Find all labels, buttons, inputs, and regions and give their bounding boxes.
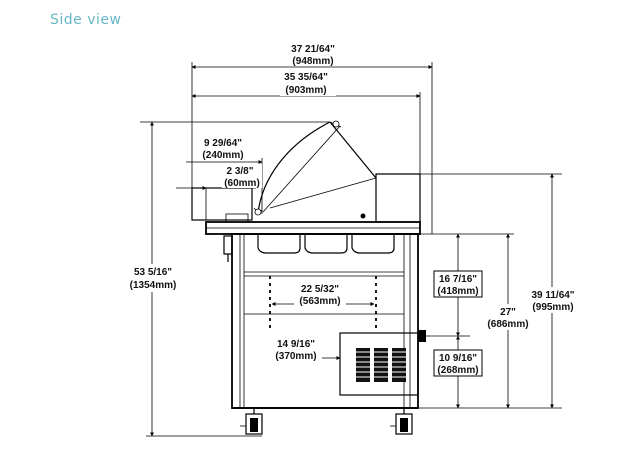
dim-work-height: 27" (686mm) (484, 304, 532, 330)
control-box (418, 330, 426, 342)
caster-left (240, 408, 263, 435)
dim-body-width: 35 35/64" (903mm) (280, 70, 336, 96)
caster-right (390, 408, 413, 435)
svg-text:(948mm): (948mm) (292, 56, 333, 67)
svg-text:(686mm): (686mm) (487, 319, 528, 330)
pan-2 (304, 234, 348, 254)
svg-text:(370mm): (370mm) (275, 351, 316, 362)
pan-3 (351, 234, 395, 254)
svg-text:39 11/64": 39 11/64" (531, 290, 574, 301)
unit-outline (191, 120, 426, 435)
rail-bracket (191, 187, 253, 221)
dim-overall-height: 53 5/16" (1354mm) (126, 264, 180, 292)
svg-text:(563mm): (563mm) (299, 296, 340, 307)
hinge-dot (360, 213, 366, 219)
dim-upper-clear: 16 7/16" (418mm) (433, 270, 483, 298)
svg-text:37 21/64": 37 21/64" (291, 44, 335, 55)
dim-shelf-depth: 22 5/32" (563mm) (294, 281, 346, 307)
svg-text:(903mm): (903mm) (285, 85, 326, 96)
dim-lower-clear: 10 9/16" (268mm) (433, 349, 483, 377)
top-cover (375, 173, 421, 223)
svg-text:53 5/16": 53 5/16" (134, 267, 172, 278)
svg-text:22 5/32": 22 5/32" (301, 284, 339, 295)
dim-rail-offset: 2 3/8" (60mm) (222, 164, 262, 189)
svg-text:9 29/64": 9 29/64" (204, 138, 242, 149)
door-handle (223, 235, 233, 255)
svg-text:(268mm): (268mm) (437, 365, 478, 376)
side-view-heading: Side view (50, 12, 122, 28)
svg-text:(1354mm): (1354mm) (130, 280, 177, 291)
svg-text:(240mm): (240mm) (202, 150, 243, 161)
svg-text:14 9/16": 14 9/16" (277, 339, 315, 350)
svg-text:(995mm): (995mm) (532, 302, 573, 313)
cabinet-body (231, 233, 419, 409)
pan-1 (257, 234, 301, 254)
compressor-housing (339, 332, 419, 396)
hood-curve (257, 121, 331, 214)
svg-text:2 3/8": 2 3/8" (227, 166, 254, 177)
svg-text:10 9/16": 10 9/16" (439, 353, 477, 364)
dim-overall-width: 37 21/64" (948mm) (286, 42, 340, 67)
svg-text:(60mm): (60mm) (224, 178, 260, 189)
svg-text:35 35/64": 35 35/64" (284, 72, 328, 83)
dimension-lines (140, 62, 562, 437)
dim-lid-offset: 9 29/64" (240mm) (197, 135, 249, 161)
svg-text:16 7/16": 16 7/16" (439, 274, 477, 285)
dim-top-height: 39 11/64" (995mm) (528, 287, 578, 313)
dim-lower-depth: 14 9/16" (370mm) (270, 336, 322, 362)
svg-text:(418mm): (418mm) (437, 286, 478, 297)
svg-text:27": 27" (500, 307, 516, 318)
